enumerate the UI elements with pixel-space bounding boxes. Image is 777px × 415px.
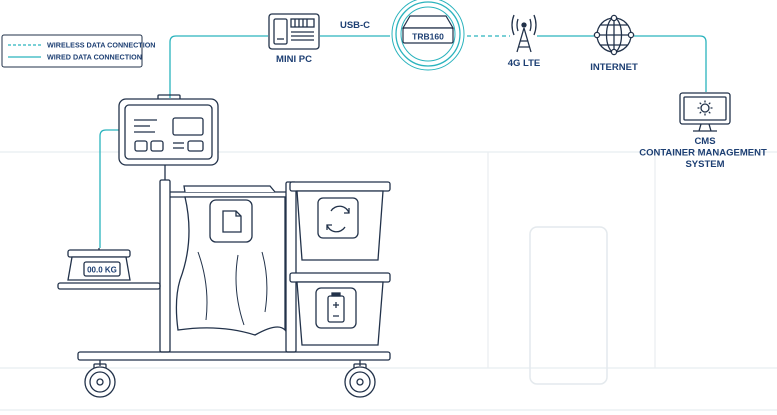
router-icon [391,0,465,71]
lte-label: 4G LTE [508,58,541,69]
legend-wired-label: WIRED DATA CONNECTION [47,53,142,62]
cms-line-2: SYSTEM [685,159,724,170]
cms-monitor-icon [679,92,731,132]
floor-scale [67,248,131,281]
scale-display: 00.0 KG [87,266,117,275]
wheel-right [344,363,376,398]
connections [99,35,707,248]
cms-title: CMS [694,136,715,147]
background-panel [529,226,608,385]
bin-top [289,181,391,261]
legend-wireless-label: WIRELESS DATA CONNECTION [47,41,155,50]
legend: WIRELESS DATA CONNECTION WIRED DATA CONN… [1,34,155,68]
wire-internet-to-cms [634,35,707,92]
cms-line-1: CONTAINER MANAGEMENT [639,148,767,159]
wheel-left [84,363,116,398]
mini-pc-label: MINI PC [276,54,312,65]
globe-icon [593,14,635,56]
bag-left [175,185,286,336]
router-label: TRB160 [412,32,444,42]
wire-terminal-to-scale [99,129,122,248]
usb-c-label: USB-C [340,20,370,31]
wire-scale-terminal-to-minipc [169,35,268,98]
scale-terminal [118,94,219,180]
lte-tower-icon [511,14,537,53]
bin-bottom [289,272,391,346]
internet-label: INTERNET [590,62,638,73]
mini-pc-icon [268,13,320,50]
